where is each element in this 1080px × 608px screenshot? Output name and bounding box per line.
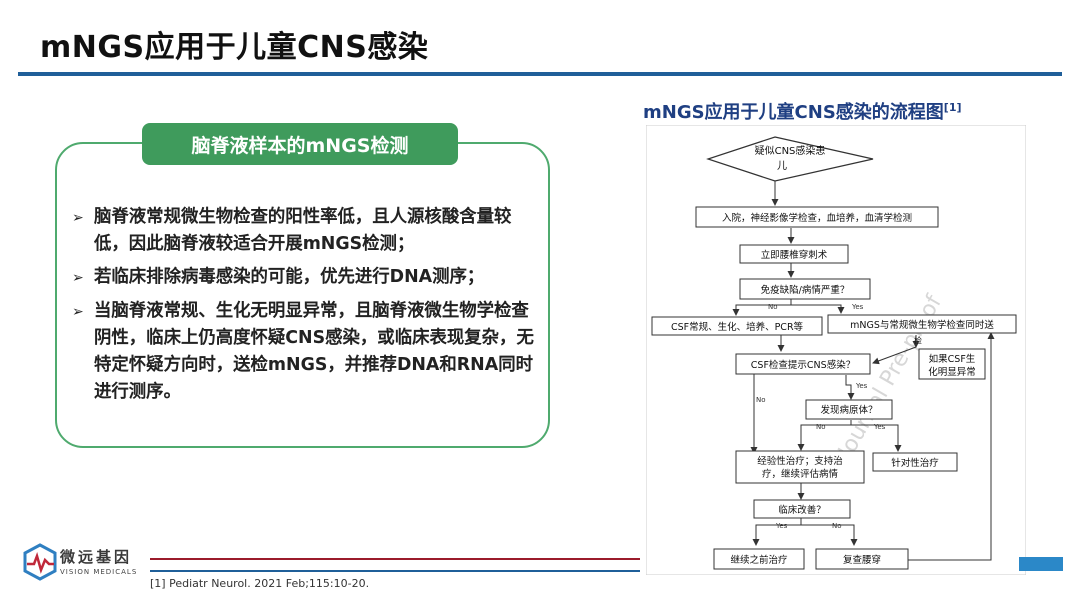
label-yes-4: Yes [775,522,788,530]
targeted-box [872,452,958,472]
flowchart-title-text: mNGS应用于儿童CNS感染的流程图 [643,102,944,123]
bullet-item: ➢ 当脑脊液常规、生化无明显异常，且脑脊液微生物学检查阴性，临床上仍高度怀疑CN… [72,298,534,406]
label-no-3: No [816,423,826,431]
logo-text-cn: 微远基因 [60,548,133,566]
admit-box [695,206,939,228]
pathogen-text: 发现病原体？ [820,404,877,416]
label-yes-3: Yes [873,423,886,431]
immuno-box [739,278,871,300]
immuno-text: 免疫缺陷/病情严重？ [761,284,850,296]
bullet-item: ➢ 若临床排除病毒感染的可能，优先进行DNA测序； [72,264,534,292]
arrow-bullet-icon: ➢ [72,210,84,226]
mngs-parallel-cont: 检 [914,335,922,345]
csf-indicates-text: CSF检查提示CNS感染？ [751,359,855,371]
arrow-bullet-icon: ➢ [72,270,84,286]
csf-routine-box [651,316,823,336]
flowchart-title-ref: [1] [943,101,962,114]
empiric-box [735,450,865,484]
if-csf-text-2: 化明显异常 [928,366,976,378]
improve-box [753,499,851,519]
continue-text: 继续之前治疗 [730,554,788,566]
lp-box [739,244,849,264]
if-csf-text-1: 如果CSF生 [929,353,976,365]
bullet-text: 若临床排除病毒感染的可能，优先进行DNA测序； [94,267,485,287]
label-no-1: No [768,303,778,311]
lp-text: 立即腰椎穿刺术 [761,249,828,261]
footer-blue-line [150,570,640,572]
csf-routine-text: CSF常规、生化、培养、PCR等 [671,321,804,333]
admit-text: 入院，神经影像学检查，血培养，血清学检测 [722,212,912,224]
improve-text: 临床改善？ [778,504,826,516]
title-rule [18,72,1062,76]
csf-indicates-box [735,353,871,375]
label-no-2: No [756,396,766,404]
footer-blue-tab [1019,557,1063,571]
company-logo: 微远基因 VISION MEDICALS [22,543,142,583]
footer-red-line [150,558,640,560]
bullet-text: 当脑脊液常规、生化无明显异常，且脑脊液微生物学检查阴性，临床上仍高度怀疑CNS感… [94,301,534,402]
reference-text: [1] Pediatr Neurol. 2021 Feb;115:10-20. [150,577,370,590]
repeat-lp-text: 复查腰穿 [843,554,881,566]
bullet-item: ➢ 脑脊液常规微生物检查的阳性率低，且人源核酸含量较低，因此脑脊液较适合开展mN… [72,204,534,258]
repeat-lp-box [815,548,909,570]
label-yes-2: Yes [855,382,868,390]
arrow-bullet-icon: ➢ [72,304,84,320]
targeted-text: 针对性治疗 [891,457,939,469]
logo-text-en: VISION MEDICALS [60,568,138,576]
panel-header: 脑脊液样本的mNGS检测 [142,123,458,165]
slide-title: mNGS应用于儿童CNS感染 [40,30,429,65]
bullet-text: 脑脊液常规微生物检查的阳性率低，且人源核酸含量较低，因此脑脊液较适合开展mNGS… [94,207,512,254]
empiric-text-1: 经验性治疗；支持治 [757,455,843,467]
bullet-list: ➢ 脑脊液常规微生物检查的阳性率低，且人源核酸含量较低，因此脑脊液较适合开展mN… [72,204,534,412]
start-diamond [706,136,874,182]
if-csf-box [918,348,986,380]
label-yes-1: Yes [851,303,864,311]
empiric-text-2: 疗，继续评估病情 [762,468,839,480]
label-no-4: No [832,522,842,530]
continue-box [713,548,805,570]
logo-hexagon-icon [23,543,57,581]
start-text-2: 儿 [777,160,787,172]
mngs-parallel-text: mNGS与常规微生物学检查同时送 [850,319,994,331]
flowchart: Journal Pre-proof 疑似CNS感染患 儿 入院，神经影像学检查，… [646,125,1026,575]
flowchart-title: mNGS应用于儿童CNS感染的流程图[1] [643,98,962,124]
start-text-1: 疑似CNS感染患 [755,144,826,157]
pathogen-box [805,399,893,420]
mngs-parallel-box [827,314,1017,334]
